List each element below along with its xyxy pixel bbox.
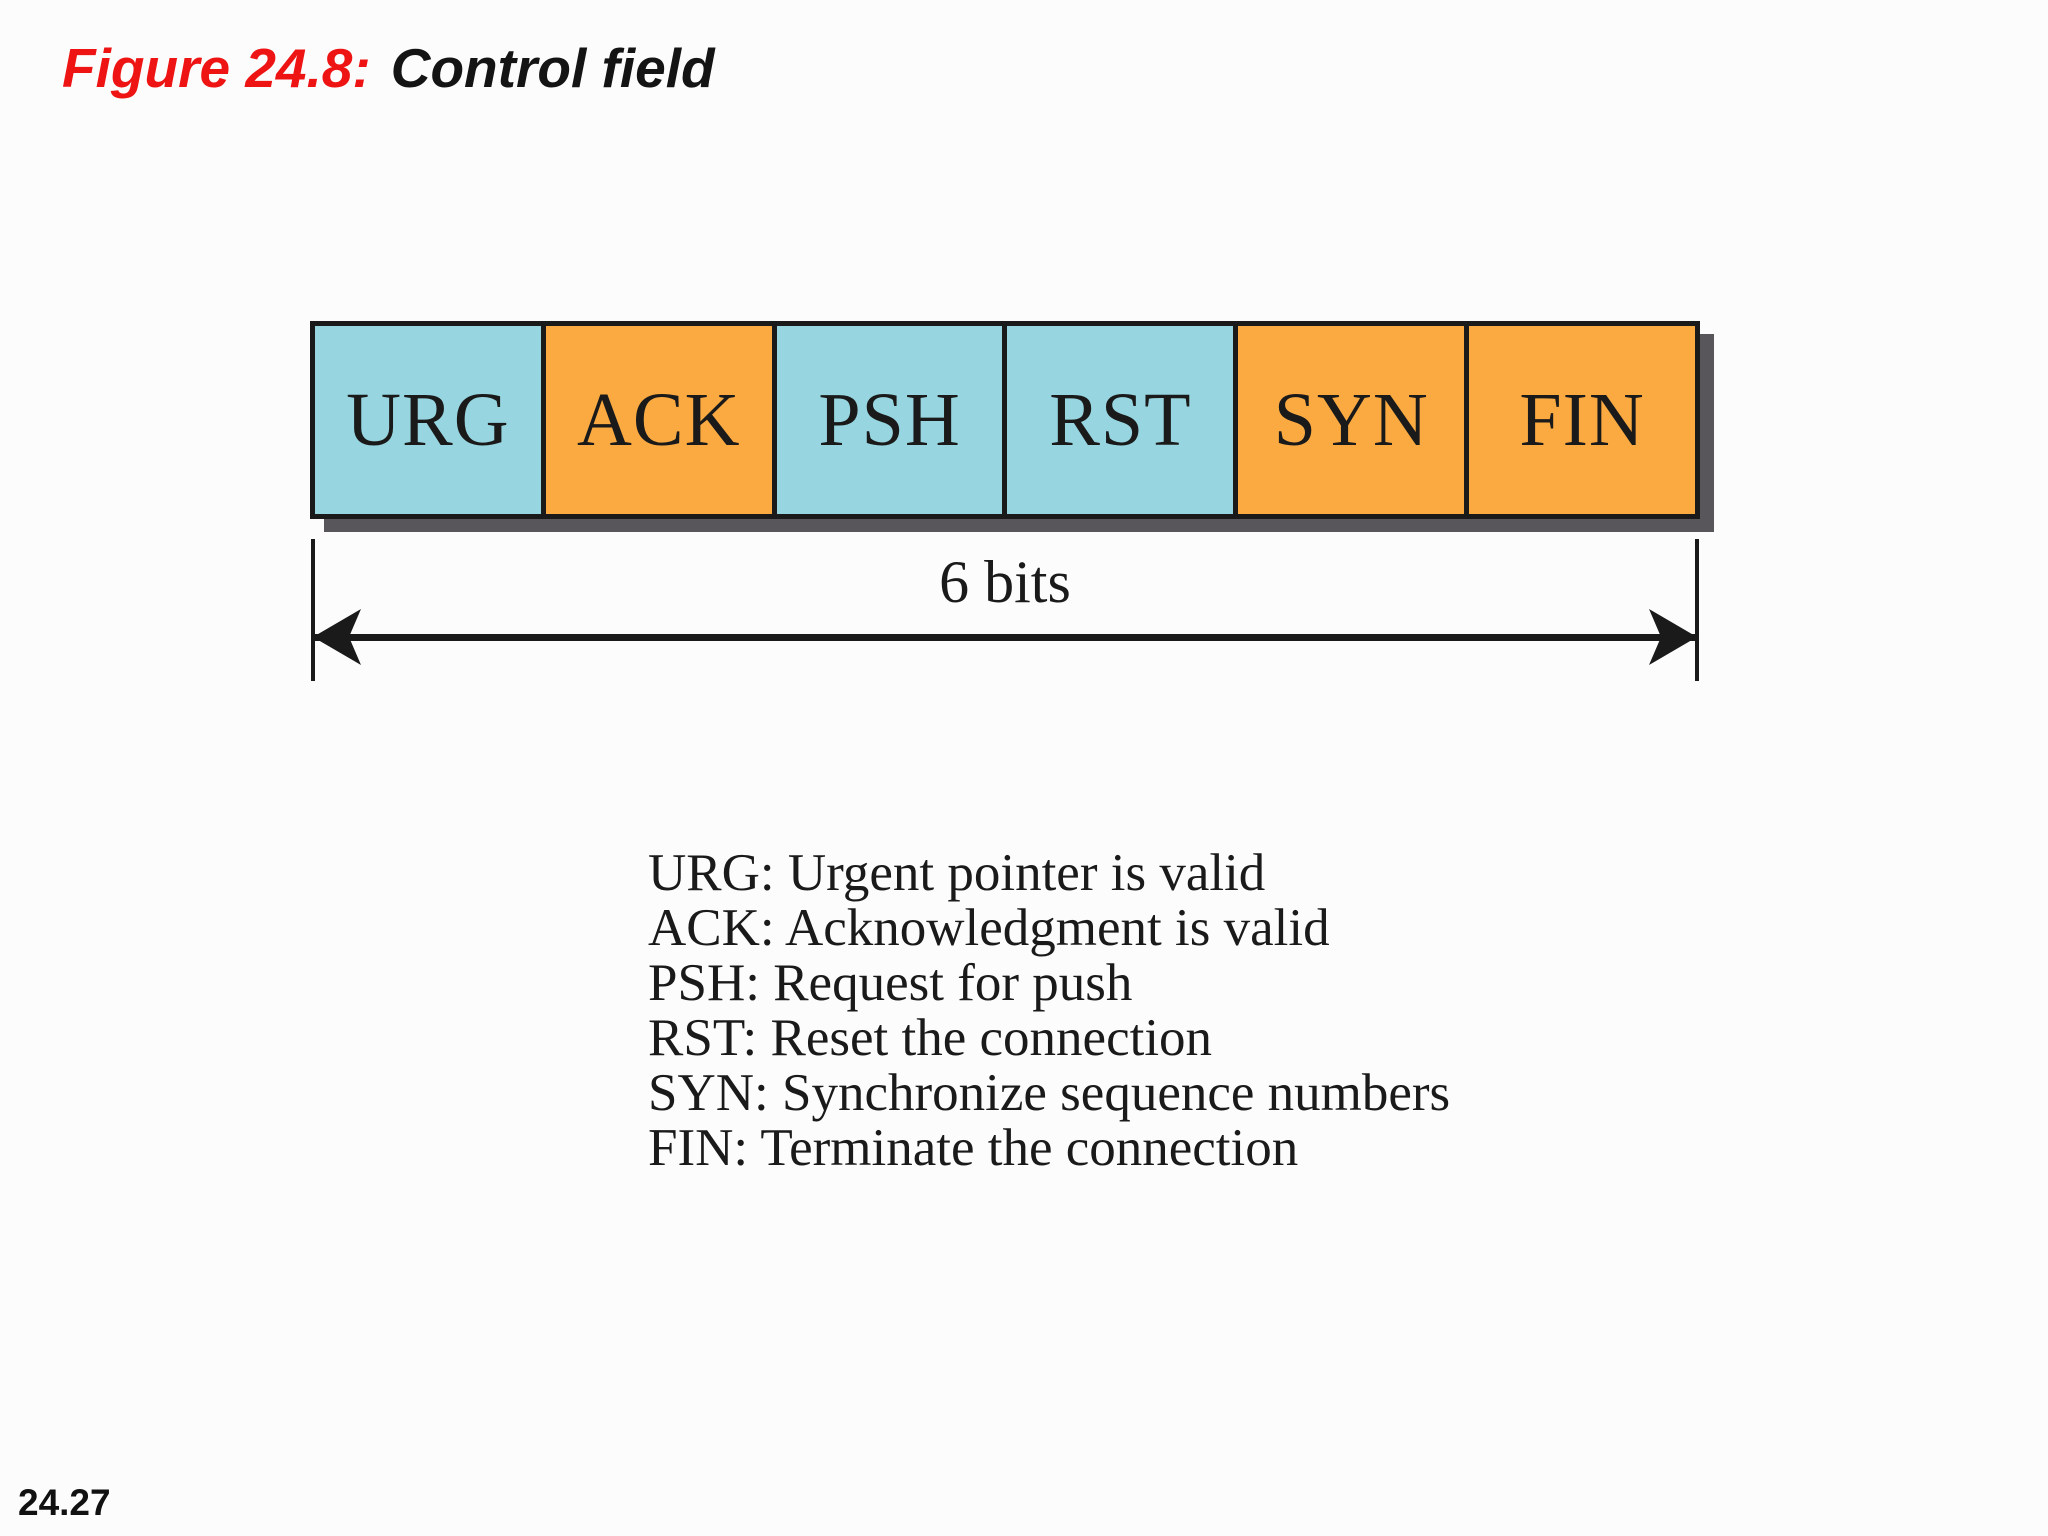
width-dimension-arrow bbox=[311, 539, 1699, 681]
arrow-shaft bbox=[315, 634, 1695, 641]
figure-name-label: Control field bbox=[390, 37, 715, 99]
definition-fin: FIN: Terminate the connection bbox=[648, 1119, 1299, 1177]
left-arrowhead-icon bbox=[313, 609, 361, 665]
definition-urg: URG: Urgent pointer is valid bbox=[648, 844, 1266, 902]
bits-width-label: 6 bits bbox=[939, 549, 1071, 615]
field-box-rst: RST bbox=[1002, 326, 1234, 514]
definition-rst: RST: Reset the connection bbox=[648, 1009, 1213, 1067]
figure-number-label: Figure 24.8: bbox=[62, 37, 371, 99]
right-arrowhead-icon bbox=[1649, 609, 1697, 665]
definition-psh: PSH: Request for push bbox=[648, 954, 1133, 1012]
left-tick-line bbox=[311, 539, 315, 681]
definition-ack: ACK: Acknowledgment is valid bbox=[648, 899, 1330, 957]
field-box-ack: ACK bbox=[540, 326, 772, 514]
control-field-box-row: URG ACK PSH RST SYN FIN bbox=[310, 321, 1700, 519]
field-box-syn: SYN bbox=[1233, 326, 1465, 514]
right-tick-line bbox=[1695, 539, 1699, 681]
flag-definitions-list: URG: Urgent pointer is valid ACK: Acknow… bbox=[648, 846, 1450, 1176]
definition-syn: SYN: Synchronize sequence numbers bbox=[648, 1064, 1451, 1122]
field-box-fin: FIN bbox=[1464, 326, 1695, 514]
field-box-psh: PSH bbox=[771, 326, 1003, 514]
page-title: Figure 24.8: Control field bbox=[62, 32, 715, 104]
page-number: 24.27 bbox=[18, 1482, 111, 1523]
field-box-urg: URG bbox=[315, 326, 541, 514]
